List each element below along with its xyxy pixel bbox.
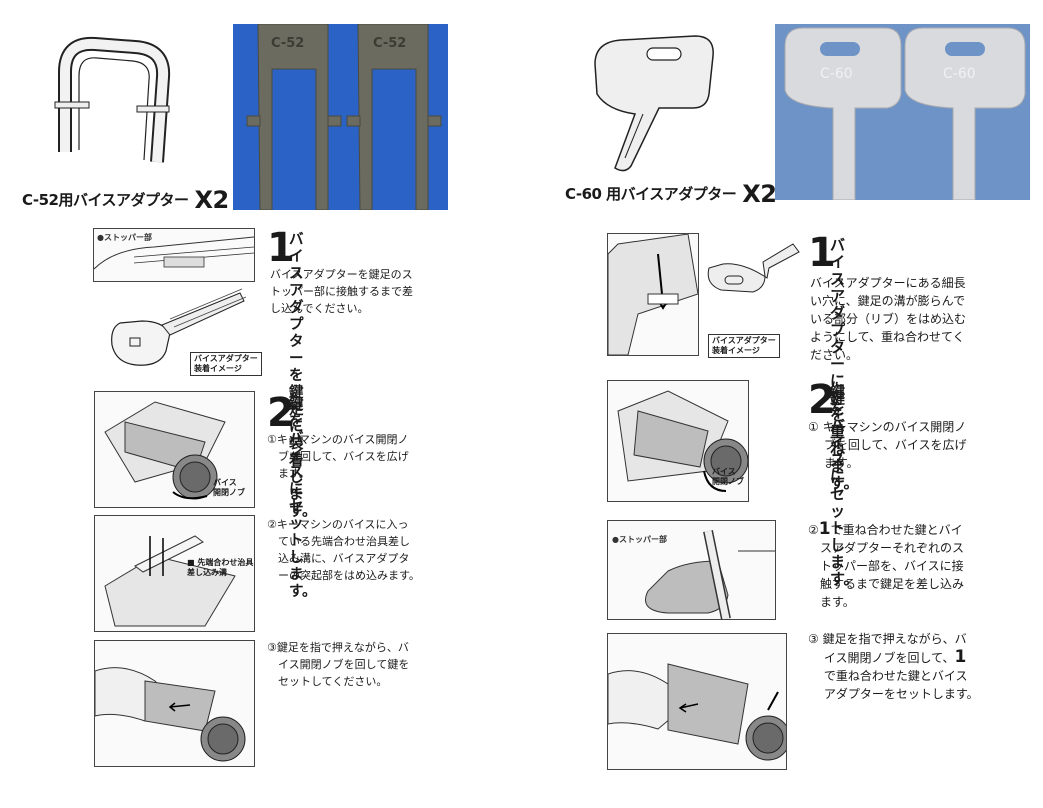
left-groove-label: ■ 先端合わせ治具 差し込み溝 xyxy=(187,558,254,577)
left-install-image-label: バイスアダプター 装着イメージ xyxy=(190,352,262,376)
c60-photo: C-60 C-60 xyxy=(775,24,1030,200)
left-vise-figure-1: バイス 開閉ノブ xyxy=(94,391,255,508)
right-overlay-figure xyxy=(607,233,699,356)
c52-photo: C-52 C-52 xyxy=(233,24,448,210)
c52-photo-mark-2: C-52 xyxy=(373,36,407,51)
left-knob-label: バイス 開閉ノブ xyxy=(213,478,245,497)
left-key-with-adapter-drawing xyxy=(111,288,247,366)
left-vise-figure-3 xyxy=(94,640,255,767)
right-step2-sub1: ① キーマシンのバイス開閉ノ ブを回して、バイスを広げ ます。 xyxy=(808,420,967,470)
right-stopper-label: ●ストッパー部 xyxy=(612,535,667,544)
c52-adapter-drawing xyxy=(54,36,171,163)
right-step1-body: バイスアダプターにある細長 い穴に、鍵足の溝が膨らんで いる部分（リブ）をはめ込… xyxy=(810,276,967,362)
right-step2-title: 鍵をバイスにセット します。 xyxy=(830,383,859,588)
left-step2-sub3: ③鍵足を指で押えながら、バ イス開閉ノブを回して鍵を セットしてください。 xyxy=(267,641,410,688)
right-step2-sub2: ②1で重ね合わせた鍵とバイ スアダプターそれぞれのス トッパー部を、バイスに接 … xyxy=(808,519,965,609)
right-step1-number: 1 xyxy=(808,230,836,276)
c60-photo-mark-1: C-60 xyxy=(820,66,853,82)
right-key-with-adapter-drawing xyxy=(707,243,800,293)
left-step1-body: バイスアダプターを鍵足のス トッパー部に接触するまで差 し込んでください。 xyxy=(270,268,413,315)
left-step1-title: バイスアダプターを 鍵足に装着します。 xyxy=(289,232,317,520)
right-knob-label: バイス 開閉ノブ xyxy=(712,467,744,486)
right-step2-sub3: ③ 鍵足を指で押えながら、バ イス開閉ノブを回して、1 で重ね合わせた鍵とバイス… xyxy=(808,632,979,701)
left-stopper-figure: ●ストッパー部 xyxy=(93,228,255,282)
right-step2-number: 2 xyxy=(808,377,836,423)
left-step2-sub2: ②キーマシンのバイスに入っ ている先端合わせ治具差し 込み溝に、バイスアダプタ … xyxy=(267,518,420,582)
right-step1-title: バイスアダプターに 鍵を重ねます。 xyxy=(830,236,859,492)
c60-photo-mark-2: C-60 xyxy=(943,66,976,82)
left-step2-number: 2 xyxy=(267,390,295,436)
right-vise-figure-3 xyxy=(607,633,787,770)
right-vise-figure-2: ●ストッパー部 xyxy=(607,520,776,620)
left-step2-title: 鍵をバイスにセット します。 xyxy=(289,397,317,600)
c52-photo-mark-1: C-52 xyxy=(271,36,305,51)
right-install-image-label: バイスアダプター 装着イメージ xyxy=(708,334,780,358)
left-vise-figure-2: ■ 先端合わせ治具 差し込み溝 xyxy=(94,515,255,632)
left-stopper-label: ●ストッパー部 xyxy=(97,233,152,242)
left-step2-sub1: ①キーマシンのバイス開閉ノ ブを回して、バイスを広げ ます。 xyxy=(267,433,409,480)
right-vise-figure-1: バイス 開閉ノブ xyxy=(607,380,749,502)
c60-adapter-drawing xyxy=(594,35,714,172)
left-step1-number: 1 xyxy=(267,225,295,271)
